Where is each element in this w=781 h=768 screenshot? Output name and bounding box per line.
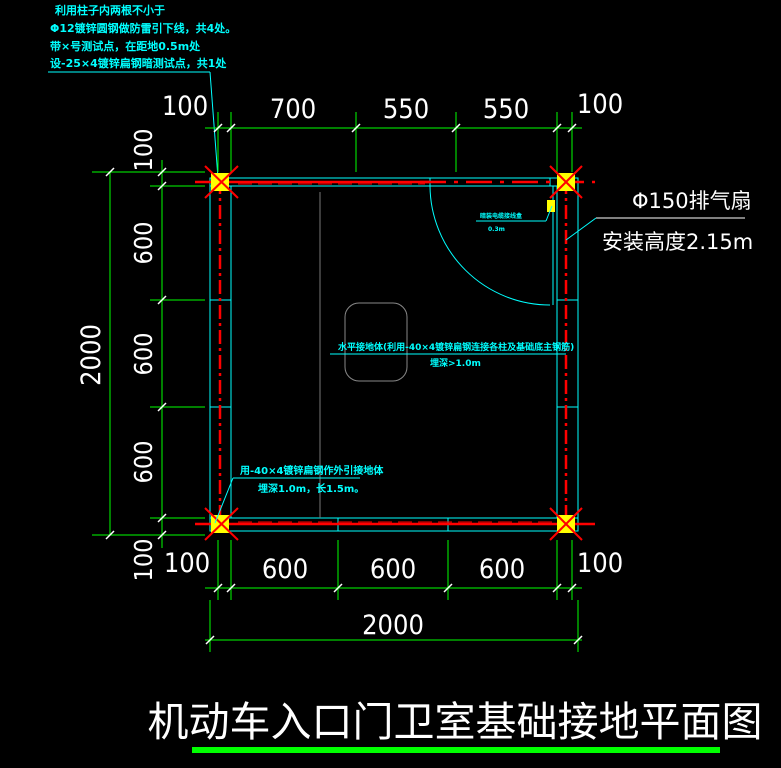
drawing-title: 机动车入口门卫室基础接地平面图 [148,698,763,746]
note-text: 利用柱子内两根不小于 [55,3,165,17]
dimension-label: 600 [370,554,416,585]
note-text: 设-25×4镀锌扁钢暗测试点，共1处 [50,56,227,70]
note-text: Φ12镀锌圆钢做防雷引下线，共4处。 [50,21,236,35]
note-text: 带×号测试点，在距地0.5m处 [50,39,201,53]
note-text: 用-40×4镀锌扁钢作外引接地体 [239,464,384,477]
dimension-label: 100 [162,91,208,122]
column-crosses [204,165,583,541]
junction-box-note: 暗装电缆接线盒 0.3m [476,205,553,233]
left-dimension-chain [92,160,205,548]
leader-line [209,71,219,179]
dimension-label: 600 [129,222,158,265]
external-ground-note: 用-40×4镀锌扁钢作外引接地体 埋深1.0m，长1.5m。 [214,464,384,524]
dimension-label: 550 [483,94,529,125]
dimension-label: 100 [577,89,623,120]
dimension-label: 100 [129,539,158,582]
bottom-overall-dimension [205,600,583,652]
dimension-label: 100 [129,129,158,172]
dimension-label: 2000 [362,610,424,641]
horizontal-ground-note: 水平接地体(利用-40×4镀锌扁钢连接各柱及基础底主钢筋) 埋深>1.0m [330,341,574,369]
fan-height-label: 安装高度2.15m [602,230,753,254]
dimension-label: 100 [164,548,210,579]
dimension-label: 600 [262,554,308,585]
test-point-icon [547,200,555,212]
columns [211,173,575,533]
note-text: 暗装电缆接线盒 [480,212,523,220]
dimension-label: 600 [479,554,525,585]
note-text: 埋深1.0m，长1.5m。 [258,482,364,495]
downlead-note: 利用柱子内两根不小于 Φ12镀锌圆钢做防雷引下线，共4处。 带×号测试点，在距地… [48,3,236,179]
note-text: 埋深>1.0m [430,357,481,369]
dimension-label: 2000 [76,324,107,386]
bottom-dimension-chain [205,540,582,600]
note-text: 水平接地体(利用-40×4镀锌扁钢连接各柱及基础底主钢筋) [338,341,574,353]
top-dimension-chain [205,112,582,172]
title-underline [192,747,720,753]
fixture-outline [344,302,408,382]
dimension-label: 600 [129,441,158,484]
dimension-label: 600 [129,333,158,376]
fan-label: Φ150排气扇 [632,189,752,213]
grounding-dashes [238,183,552,523]
exhaust-fan-note: Φ150排气扇 安装高度2.15m [565,189,753,254]
dimension-label: 550 [383,94,429,125]
door [429,185,554,306]
dimension-label: 100 [577,548,623,579]
dimension-label: 700 [270,94,316,125]
note-text: 0.3m [488,226,505,233]
